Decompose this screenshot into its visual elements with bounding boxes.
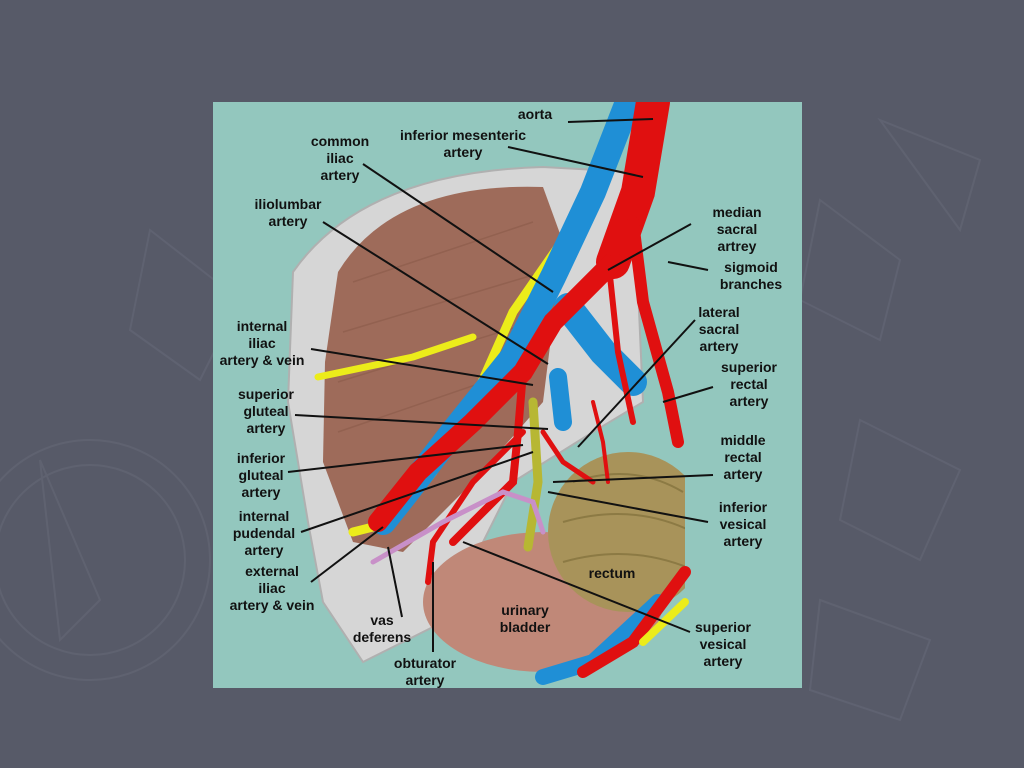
label-internal-iliac-artery-vein: internal iliac artery & vein: [219, 318, 305, 368]
leader-lines: [287, 118, 714, 652]
label-superior-rectal-artery: superior rectal artery: [720, 359, 777, 409]
label-aorta: aorta: [517, 106, 553, 122]
label-superior-gluteal-artery: superior gluteal artery: [237, 386, 294, 436]
label-urinary-bladder: urinary bladder: [499, 602, 551, 635]
label-inferior-gluteal-artery: inferior gluteal artery: [236, 450, 286, 500]
label-vas-deferens: vas deferens: [352, 612, 412, 645]
vas-deferens: [370, 489, 546, 565]
label-inferior-mesenteric-artery: inferior mesenteric artery: [399, 127, 527, 160]
aorta: [596, 102, 670, 279]
compass-ring: [0, 439, 211, 681]
label-iliolumbar-artery: iliolumbar artery: [254, 196, 322, 229]
label-inferior-vesical-artery: inferior vesical artery: [718, 499, 768, 549]
pelvic-vessels-diagram: aorta inferior mesenteric artery common …: [213, 102, 802, 688]
anatomy-illustration: [286, 102, 802, 688]
label-external-iliac-artery-vein: external iliac artery & vein: [229, 563, 315, 613]
label-common-iliac-artery: common iliac artery: [310, 133, 370, 183]
label-superior-vesical-artery: superior vesical artery: [694, 619, 751, 669]
label-internal-pudendal-artery: internal pudendal artery: [232, 508, 296, 558]
label-lateral-sacral-artery: lateral sacral artery: [698, 304, 740, 354]
common-iliac-artery: [368, 252, 623, 532]
label-median-sacral-artery: median sacral artrey: [712, 204, 762, 254]
label-middle-rectal-artery: middle rectal artery: [720, 432, 766, 482]
label-rectum: rectum: [588, 565, 636, 581]
label-obturator-artery: obturator artery: [393, 655, 457, 688]
compass-needle: [39, 459, 102, 643]
rectum: [548, 452, 708, 612]
label-sigmoid-branches: sigmoid branches: [719, 259, 783, 292]
